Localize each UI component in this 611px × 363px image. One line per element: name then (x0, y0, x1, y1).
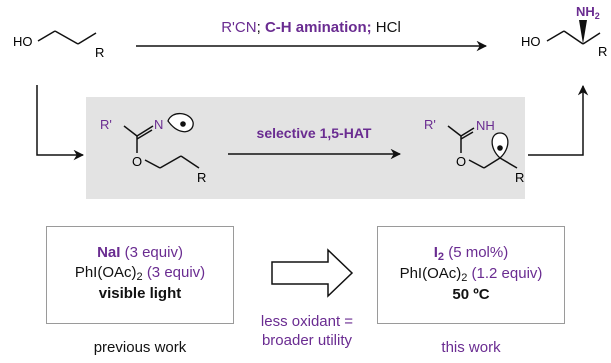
previous-work-box (46, 226, 234, 324)
radical-rprime-label: R' (424, 117, 436, 132)
product-ho-label: HO (521, 34, 541, 49)
imidate-rprime-label: R' (100, 117, 112, 132)
imidate-n-label: N (154, 117, 163, 132)
mechanism-panel (86, 97, 525, 199)
c-radical-orbital-icon (491, 132, 509, 159)
product-nh2-label: NH2 (576, 4, 600, 21)
comparison-text: less oxidant = broader utility (260, 313, 354, 349)
imidate-o-label: O (132, 154, 142, 169)
radical-nh-label: NH (476, 118, 495, 133)
previous-work-conditions: NaI (3 equiv) PhI(OAc)2 (3 equiv) visibl… (46, 243, 234, 304)
prev-nai: NaI (97, 244, 121, 261)
prev-visible-light: visible light (98, 285, 182, 302)
left-elbow-arrow (36, 85, 85, 161)
this-temperature: 50 ºC (452, 286, 490, 303)
start-r-label: R (95, 45, 104, 60)
previous-work-caption: previous work (93, 339, 187, 356)
imidate-r-label: R (197, 170, 206, 185)
right-elbow-arrow (528, 84, 589, 156)
product-r-label: R (598, 44, 607, 59)
this-work-conditions: I2 (5 mol%) PhI(OAc)2 (1.2 equiv) 50 ºC (377, 243, 565, 305)
imidate-bonds (123, 125, 200, 169)
hat-step-label: selective 1,5-HAT (257, 125, 372, 141)
start-molecule-bonds (37, 30, 97, 45)
product-molecule-bonds (546, 30, 601, 45)
radical-o-label: O (456, 154, 466, 169)
reagent-nitrile: R'CN (221, 19, 257, 36)
product-wedge-bond (579, 20, 587, 44)
this-work-box (377, 226, 565, 324)
this-pida: PhI(OAc) (399, 265, 462, 282)
prev-pida: PhI(OAc) (74, 264, 137, 281)
n-radical-orbital-icon (167, 112, 194, 133)
reagent-hcl: HCl (375, 19, 401, 36)
start-ho-label: HO (13, 34, 33, 49)
reagent-ch-amination: C-H amination (264, 19, 367, 36)
radical-r-label: R (515, 170, 524, 185)
carbon-radical-bonds (447, 125, 518, 169)
this-work-caption: this work (441, 339, 501, 356)
top-reaction-conditions: R'CN; C-H amination; HCl (221, 19, 401, 36)
comparison-arrow-icon (271, 248, 354, 298)
this-iodine: I2 (433, 244, 445, 263)
